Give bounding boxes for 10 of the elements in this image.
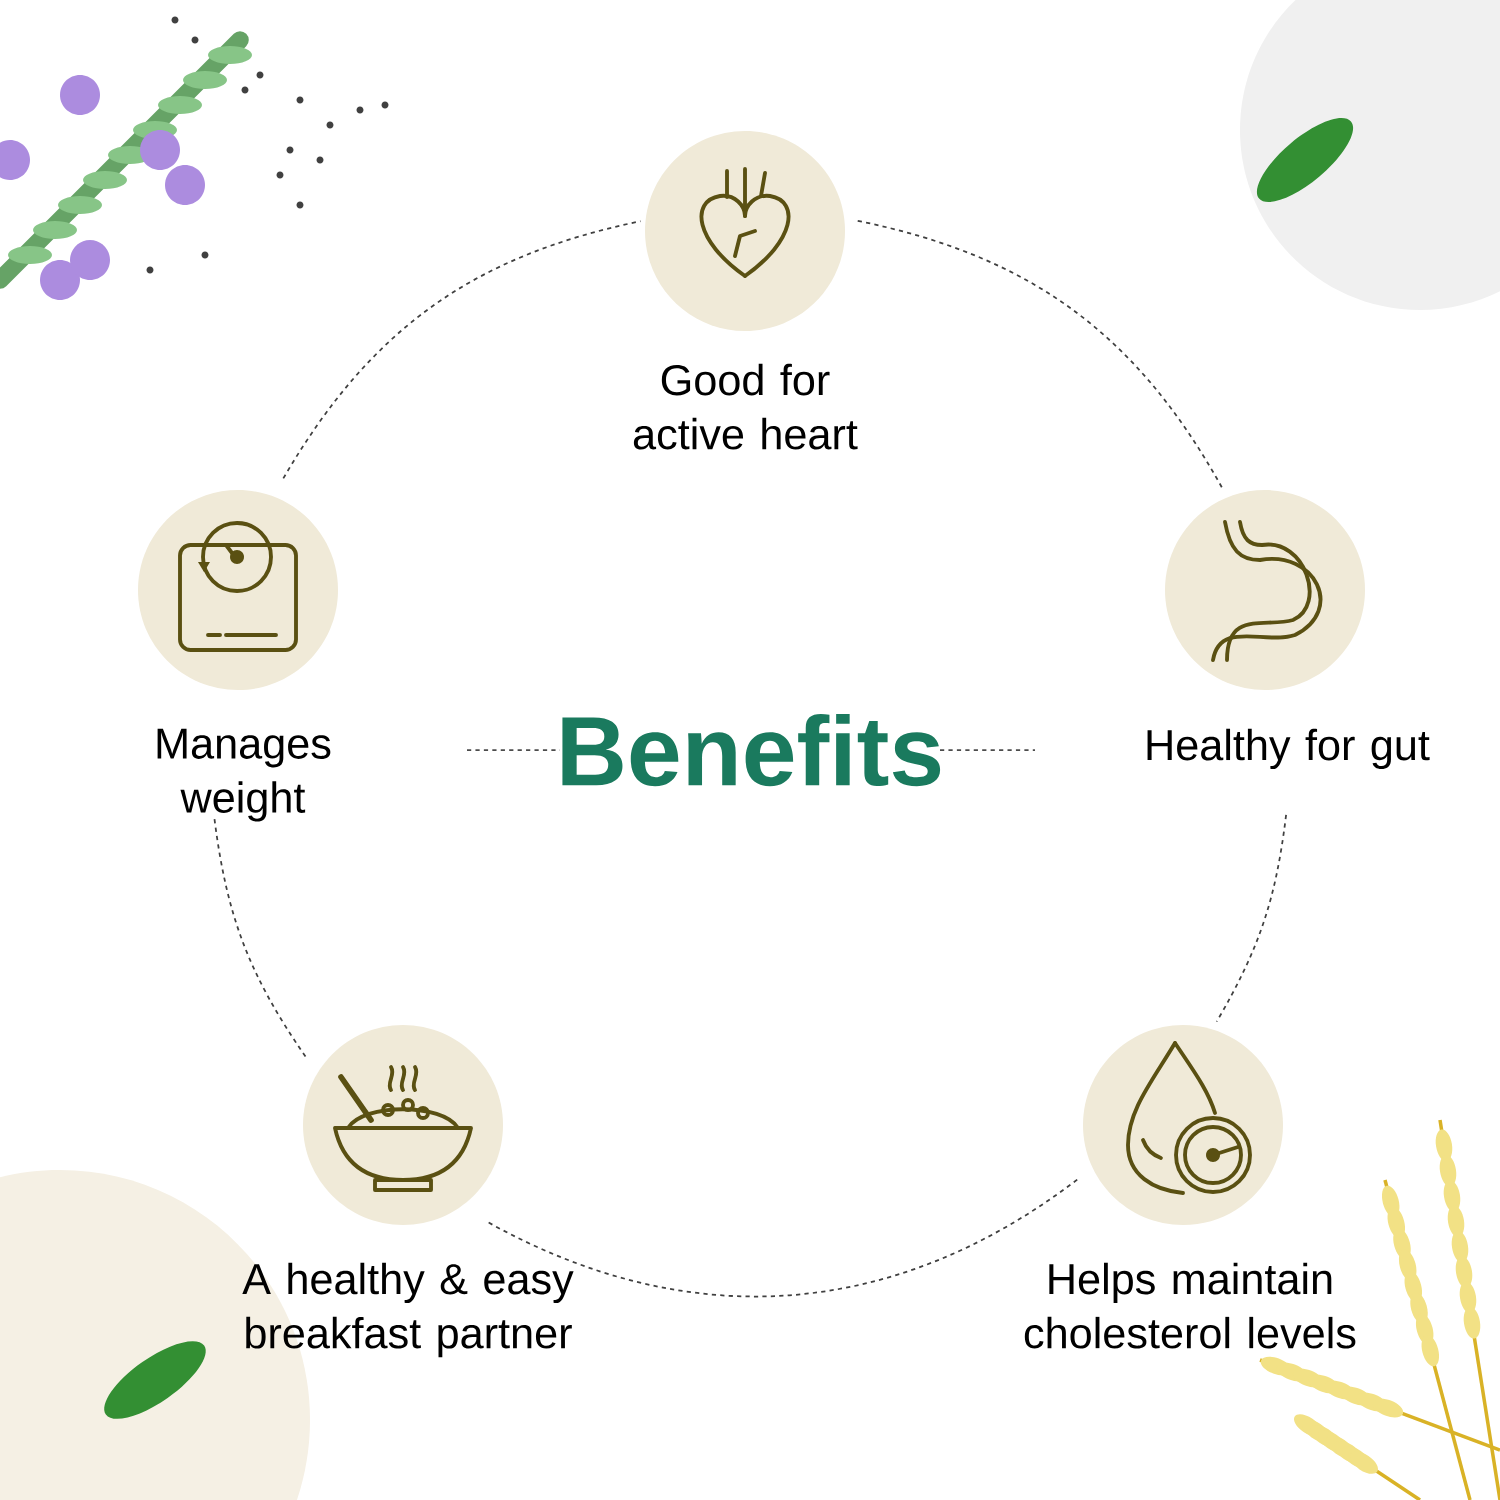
- benefit-label: Manages weight: [157, 728, 331, 822]
- dashed-arc: [213, 816, 307, 1058]
- benefit-label: Healthy for gut: [1147, 728, 1430, 770]
- dashed-arc: [1215, 814, 1287, 1023]
- title: Benefits: [562, 713, 941, 787]
- benefit-label: A healthy & easy breakfast partner: [242, 1262, 574, 1358]
- dashed-arc: [282, 220, 642, 480]
- benefit-label: Good for active heart: [633, 363, 858, 450]
- dashed-arc: [856, 219, 1224, 490]
- benefit-label: Helps maintain cholesterol levels: [1024, 1262, 1356, 1349]
